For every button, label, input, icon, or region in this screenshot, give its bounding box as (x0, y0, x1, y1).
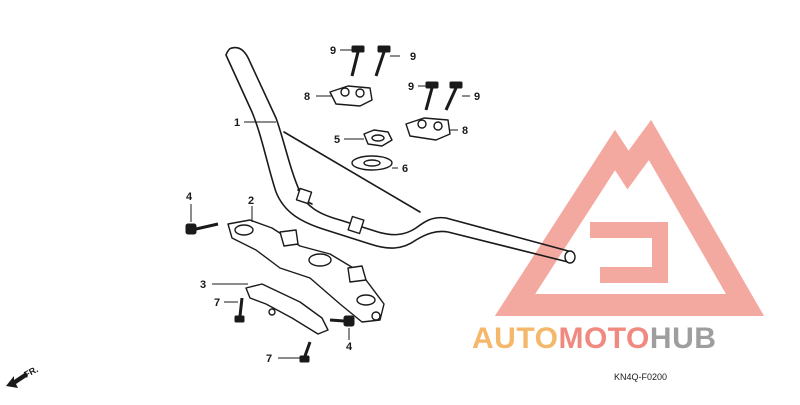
upper-holder-left-part-8 (329, 85, 373, 107)
callout-8-a: 8 (304, 91, 310, 103)
callout-3: 3 (200, 279, 206, 291)
bolt-9-a (350, 45, 365, 77)
bolt-9-d (444, 81, 463, 111)
callout-7-lower: 7 (266, 353, 272, 365)
callout-4-right: 4 (346, 341, 353, 353)
callout-7-upper: 7 (214, 297, 220, 309)
callout-5: 5 (334, 134, 340, 146)
callout-6: 6 (402, 163, 408, 175)
bolt-part-4-left (185, 222, 219, 235)
callout-9-b: 9 (410, 51, 416, 63)
callout-4-left: 4 (186, 191, 193, 203)
callout-1: 1 (234, 117, 240, 129)
bracket-part-3 (245, 283, 329, 335)
upper-holder-right-part-8 (405, 117, 451, 141)
bolt-part-4-right (329, 315, 355, 327)
lower-holder-part-2 (227, 219, 385, 323)
front-arrow-icon (6, 372, 28, 388)
bolt-9-b (374, 45, 391, 77)
handlebar-part-1 (225, 46, 576, 264)
watermark-brand-moto: MOTO (558, 322, 649, 355)
watermark-brand-auto: AUTO (472, 322, 558, 355)
bolt-part-7-upper (234, 297, 245, 323)
leader-lines (190, 49, 470, 359)
watermark-text: AUTOMOTOHUB (472, 322, 716, 355)
watermark-brand-hub: HUB (650, 322, 717, 355)
front-direction-indicator: FR. (6, 364, 40, 388)
callout-9-d: 9 (474, 91, 480, 103)
bolt-9-c (424, 81, 439, 111)
bolts-part-9 (350, 45, 463, 111)
callout-8-b: 8 (462, 125, 468, 137)
bolt-part-7-lower (299, 341, 312, 363)
washer-part-6 (351, 155, 393, 171)
callout-labels: 9 9 9 9 8 8 1 5 6 4 4 2 3 7 7 (186, 45, 480, 365)
callout-2: 2 (248, 195, 254, 207)
nut-part-5 (363, 129, 393, 147)
callout-9-c: 9 (408, 81, 414, 93)
diagram-code: KN4Q-F0200 (614, 372, 667, 382)
callout-9-a: 9 (330, 45, 336, 57)
watermark-logo (494, 119, 765, 316)
svg-text:AUTOMOTOHUB: AUTOMOTOHUB (472, 322, 716, 355)
front-label: FR. (22, 364, 39, 380)
